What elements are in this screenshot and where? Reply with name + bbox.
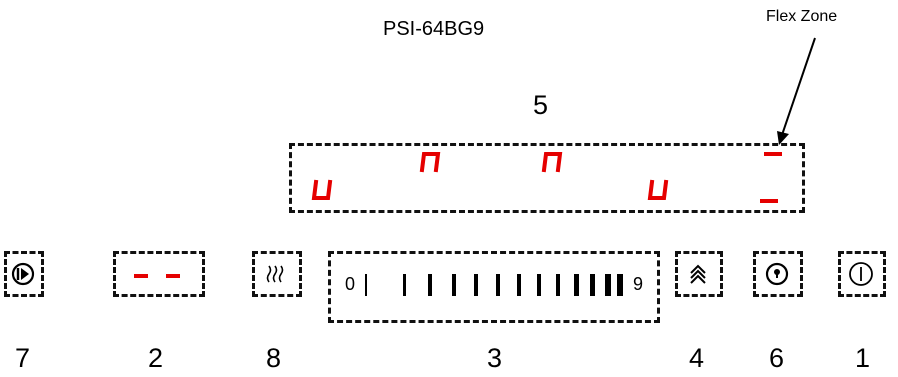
control-number-8: 8 (266, 343, 282, 373)
model-label: PSI-64BG9 (383, 18, 485, 40)
control-number-1: 1 (855, 343, 871, 373)
timer-display-button[interactable] (113, 251, 205, 297)
double-chevron-up-icon (690, 264, 706, 284)
display-number-label: 5 (533, 90, 549, 120)
control-number-2: 2 (148, 343, 164, 373)
zone-4-indicator (647, 179, 669, 200)
dash-display-icon (134, 274, 180, 278)
zone-2-indicator (419, 152, 441, 173)
keep-warm-button[interactable] (252, 251, 302, 297)
control-number-4: 4 (689, 343, 705, 373)
boost-button[interactable] (675, 251, 723, 297)
control-number-3: 3 (487, 343, 503, 373)
play-pause-icon (11, 262, 35, 286)
zone-3-indicator (541, 152, 563, 173)
zone-display (289, 143, 805, 213)
control-number-7: 7 (15, 343, 31, 373)
power-level-slider[interactable]: 0 9 (328, 251, 660, 323)
heat-waves-icon (266, 265, 284, 283)
slider-max-label: 9 (633, 274, 644, 294)
child-lock-button[interactable] (753, 251, 803, 297)
slider-min-label: 0 (345, 274, 356, 294)
slider-bar-icon (365, 274, 623, 296)
key-lock-icon (765, 262, 789, 286)
power-button[interactable] (838, 251, 886, 297)
power-icon (849, 262, 873, 286)
play-pause-button[interactable] (4, 251, 44, 297)
flex-zone-label: Flex Zone (766, 8, 838, 25)
zone-1-indicator (311, 179, 333, 200)
control-number-6: 6 (769, 343, 785, 373)
